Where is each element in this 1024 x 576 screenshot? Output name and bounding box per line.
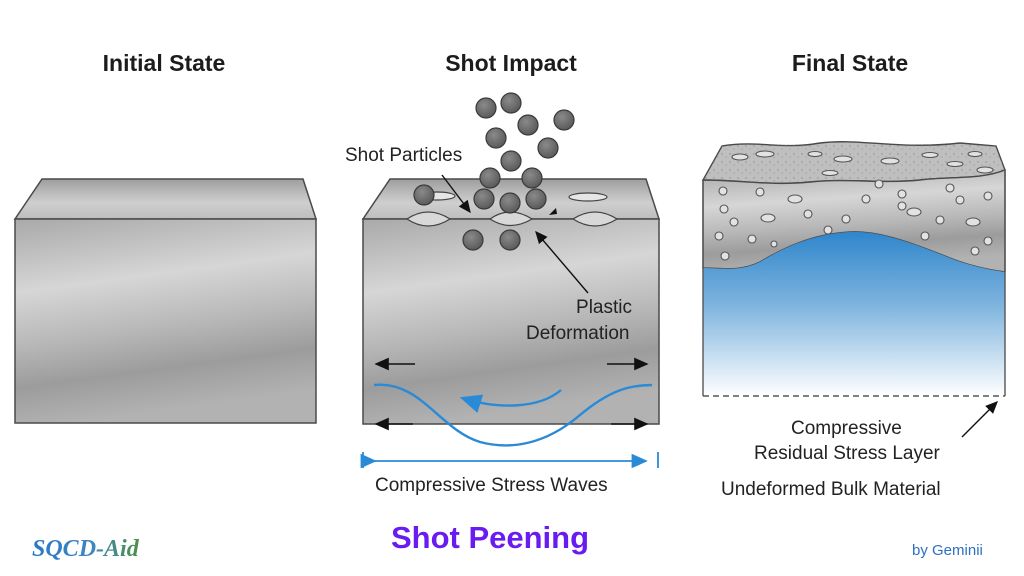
impact-block (361, 178, 661, 425)
final-block (701, 141, 1006, 397)
stress-direction-arrows (374, 357, 649, 431)
stress-wave-arrow (459, 389, 562, 413)
shot-particle (462, 229, 484, 251)
initial-block (13, 178, 318, 424)
panel-title-final-state: Final State (791, 50, 909, 76)
shot-particle (537, 137, 559, 159)
residual-layer-label-line2: Residual Stress Layer (754, 443, 940, 464)
shot-particle (499, 192, 521, 214)
compressive-stress-waves-label: Compressive Stress Waves (375, 475, 608, 496)
shot-particle (473, 188, 495, 210)
shot-particle (499, 229, 521, 251)
stress-wave (373, 383, 653, 447)
diagram-title: Shot Peening (390, 520, 590, 555)
shot-particles-label: Shot Particles (345, 145, 463, 166)
bulk-material-label: Undeformed Bulk Material (721, 479, 941, 500)
dent (571, 211, 619, 227)
dent (568, 192, 608, 202)
shot-particle (517, 114, 539, 136)
shot-particle (500, 150, 522, 172)
dent (405, 211, 452, 227)
shot-particle (525, 188, 547, 210)
shot-particle (485, 127, 507, 149)
stress-waves-dimension (360, 452, 659, 469)
plastic-deformation-arrow (535, 230, 589, 294)
shot-particle (475, 97, 497, 119)
shot-particles-arrow (441, 174, 471, 214)
panel-title-initial-state: Initial State (102, 50, 226, 76)
plastic-label-line1: Plastic (576, 297, 632, 318)
plastic-label-line2: Deformation (526, 323, 630, 344)
shot-particle (553, 109, 575, 131)
shot-particle (413, 184, 435, 206)
credit-text: by Geminii (912, 542, 983, 559)
brand-logo: SQCD-Aid (32, 536, 139, 562)
pores (714, 150, 994, 261)
shot-particles (413, 92, 575, 251)
shot-particle (479, 167, 501, 189)
residual-layer-arrow (961, 401, 998, 438)
shot-particle (521, 167, 543, 189)
residual-layer-label-line1: Compressive (791, 418, 902, 439)
small-arrowhead (549, 208, 557, 215)
dent (488, 211, 534, 227)
shot-particle (500, 92, 522, 114)
panel-title-shot-impact: Shot Impact (445, 50, 577, 76)
